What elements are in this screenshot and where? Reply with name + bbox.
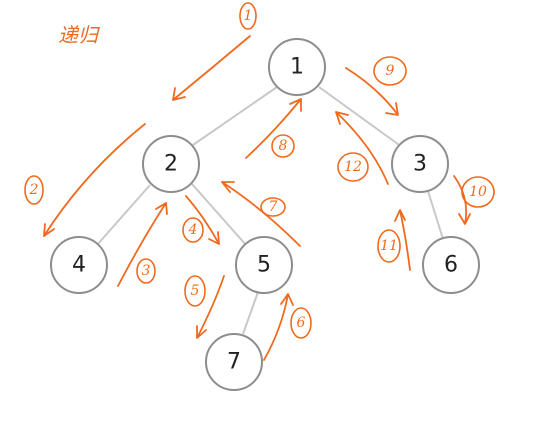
node-label-1: 1 [290,55,304,80]
node-label-4: 4 [72,253,86,278]
node-label-7: 7 [227,350,241,375]
edge-1-3 [318,86,403,148]
node-label-5: 5 [257,253,271,278]
recursion-title: 递归 [58,23,100,47]
node-label-2: 2 [164,152,178,177]
step-labels: 1 2 3 4 5 6 7 [24,2,495,339]
step-badge-1: 1 [239,2,257,30]
tree-node-3: 3 [391,135,449,193]
arrow-step-4 [185,195,220,245]
arrow-step-3 [117,202,168,287]
arrow-step-8 [245,98,302,159]
tree-node-6: 6 [422,236,480,294]
arrow-step-6 [263,293,294,361]
tree-node-7: 7 [205,333,263,391]
step-number-3: 3 [142,263,151,279]
step-number-2: 2 [29,182,39,198]
step-badge-9: 9 [373,56,407,86]
tree-node-1: 1 [268,38,326,96]
step-number-6: 6 [297,315,306,331]
tree-node-2: 2 [142,135,200,193]
arrow-step-10 [453,175,471,225]
edge-3-6 [427,190,444,240]
step-badge-8: 8 [271,134,295,158]
step-badge-7: 7 [260,197,286,217]
step-number-7: 7 [269,199,278,215]
step-badge-6: 6 [290,307,312,339]
node-label-6: 6 [444,253,458,278]
step-number-8: 8 [279,138,288,154]
step-badge-12: 12 [337,152,369,182]
step-badge-3: 3 [136,258,156,284]
step-number-11: 11 [380,238,398,254]
step-number-12: 12 [344,159,362,175]
arrow-step-11 [394,209,411,271]
edge-5-7 [242,291,259,335]
step-number-10: 10 [469,184,487,200]
step-number-1: 1 [244,8,253,24]
arrow-step-5 [196,275,225,339]
step-badge-4: 4 [182,217,204,243]
step-badge-10: 10 [461,176,495,208]
step-number-4: 4 [188,222,198,238]
node-label-3: 3 [413,152,427,177]
arrow-step-2 [43,123,146,237]
step-badge-5: 5 [184,275,206,307]
traversal-arrows [43,35,471,361]
arrow-step-12 [335,111,389,185]
edge-2-4 [96,184,151,246]
step-number-9: 9 [386,63,395,79]
step-number-5: 5 [191,283,200,299]
arrow-step-1 [172,35,251,101]
edge-1-2 [189,86,278,148]
tree-edges [96,86,444,335]
tree-node-5: 5 [235,236,293,294]
arrow-step-9 [345,67,399,116]
step-badge-11: 11 [377,229,401,263]
step-badge-2: 2 [24,175,44,205]
tree-node-4: 4 [50,236,108,294]
edge-2-5 [191,183,247,246]
tree-nodes: 1 2 3 4 5 6 7 [50,38,480,391]
